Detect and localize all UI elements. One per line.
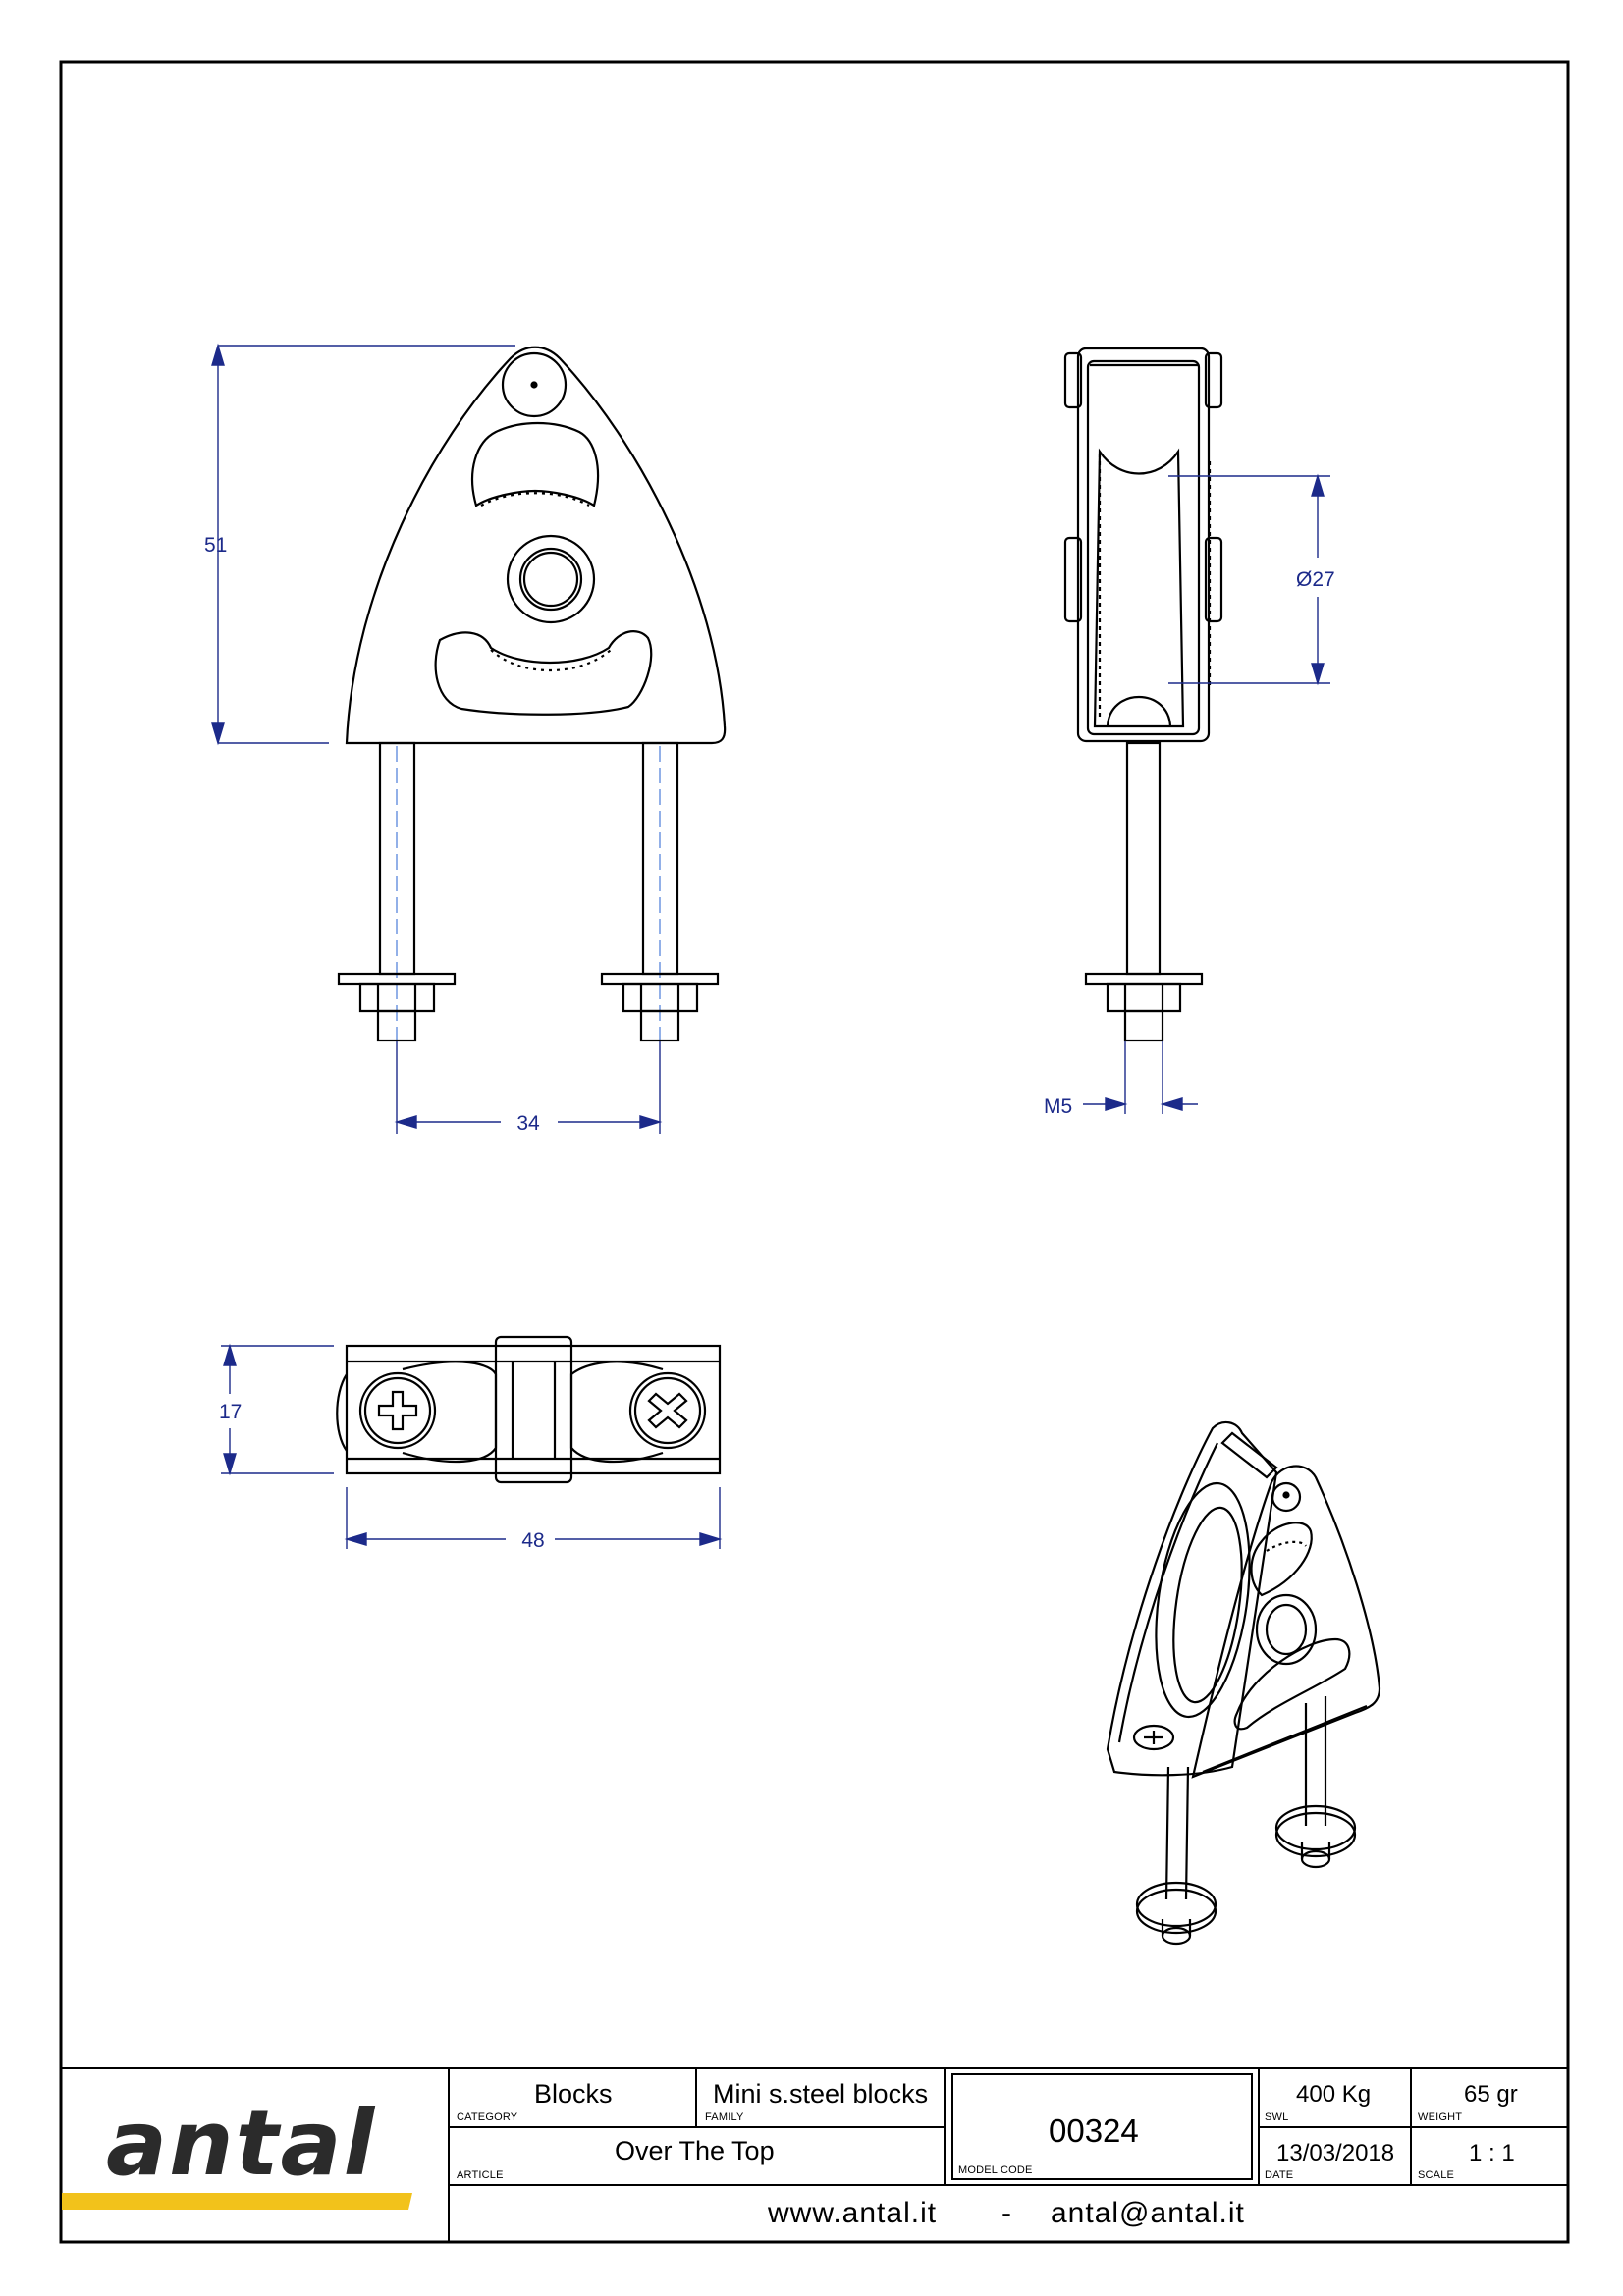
front-view-dimensions — [211, 343, 663, 1134]
bottom-view — [336, 1335, 722, 1484]
email-link[interactable]: antal@antal.it — [1051, 2197, 1245, 2229]
logo-stripe — [62, 2193, 412, 2210]
dim-height-front: 51 — [204, 534, 227, 557]
website-link[interactable]: www.antal.it — [768, 2197, 938, 2229]
dim-sheave-diameter: Ø27 — [1296, 568, 1335, 591]
dim-thread: M5 — [1044, 1095, 1072, 1118]
dim-bolt-spacing: 34 — [516, 1112, 540, 1135]
sheet-border — [59, 60, 1570, 2244]
scale-value: 1 : 1 — [1469, 2140, 1515, 2166]
bottom-view-dimensions — [221, 1343, 723, 1549]
date-value: 13/03/2018 — [1276, 2140, 1395, 2166]
front-view — [337, 346, 727, 1042]
weight-value: 65 gr — [1464, 2081, 1518, 2108]
article-value: Over The Top — [615, 2136, 775, 2165]
side-view-dimensions — [1083, 473, 1330, 1114]
side-view — [1063, 347, 1223, 1042]
family-label: FAMILY — [705, 2111, 744, 2123]
dim-length-bottom: 48 — [521, 1529, 544, 1552]
family-value: Mini s.steel blocks — [713, 2079, 929, 2109]
weight-label: WEIGHT — [1418, 2111, 1463, 2123]
model-code-value: 00324 — [1049, 2112, 1139, 2149]
article-label: ARTICLE — [457, 2169, 504, 2181]
title-block — [61, 2067, 1568, 2242]
category-value: Blocks — [534, 2079, 613, 2109]
contact-separator: - — [1001, 2197, 1011, 2229]
dim-depth-bottom: 17 — [219, 1401, 242, 1423]
isometric-view — [1106, 1420, 1381, 1946]
antal-logo: antal — [106, 2091, 377, 2196]
model-code-label: MODEL CODE — [958, 2164, 1033, 2176]
swl-value: 400 Kg — [1296, 2081, 1372, 2108]
swl-label: SWL — [1265, 2111, 1289, 2123]
date-label: DATE — [1265, 2169, 1294, 2181]
scale-label: SCALE — [1418, 2169, 1455, 2181]
category-label: CATEGORY — [457, 2111, 518, 2123]
